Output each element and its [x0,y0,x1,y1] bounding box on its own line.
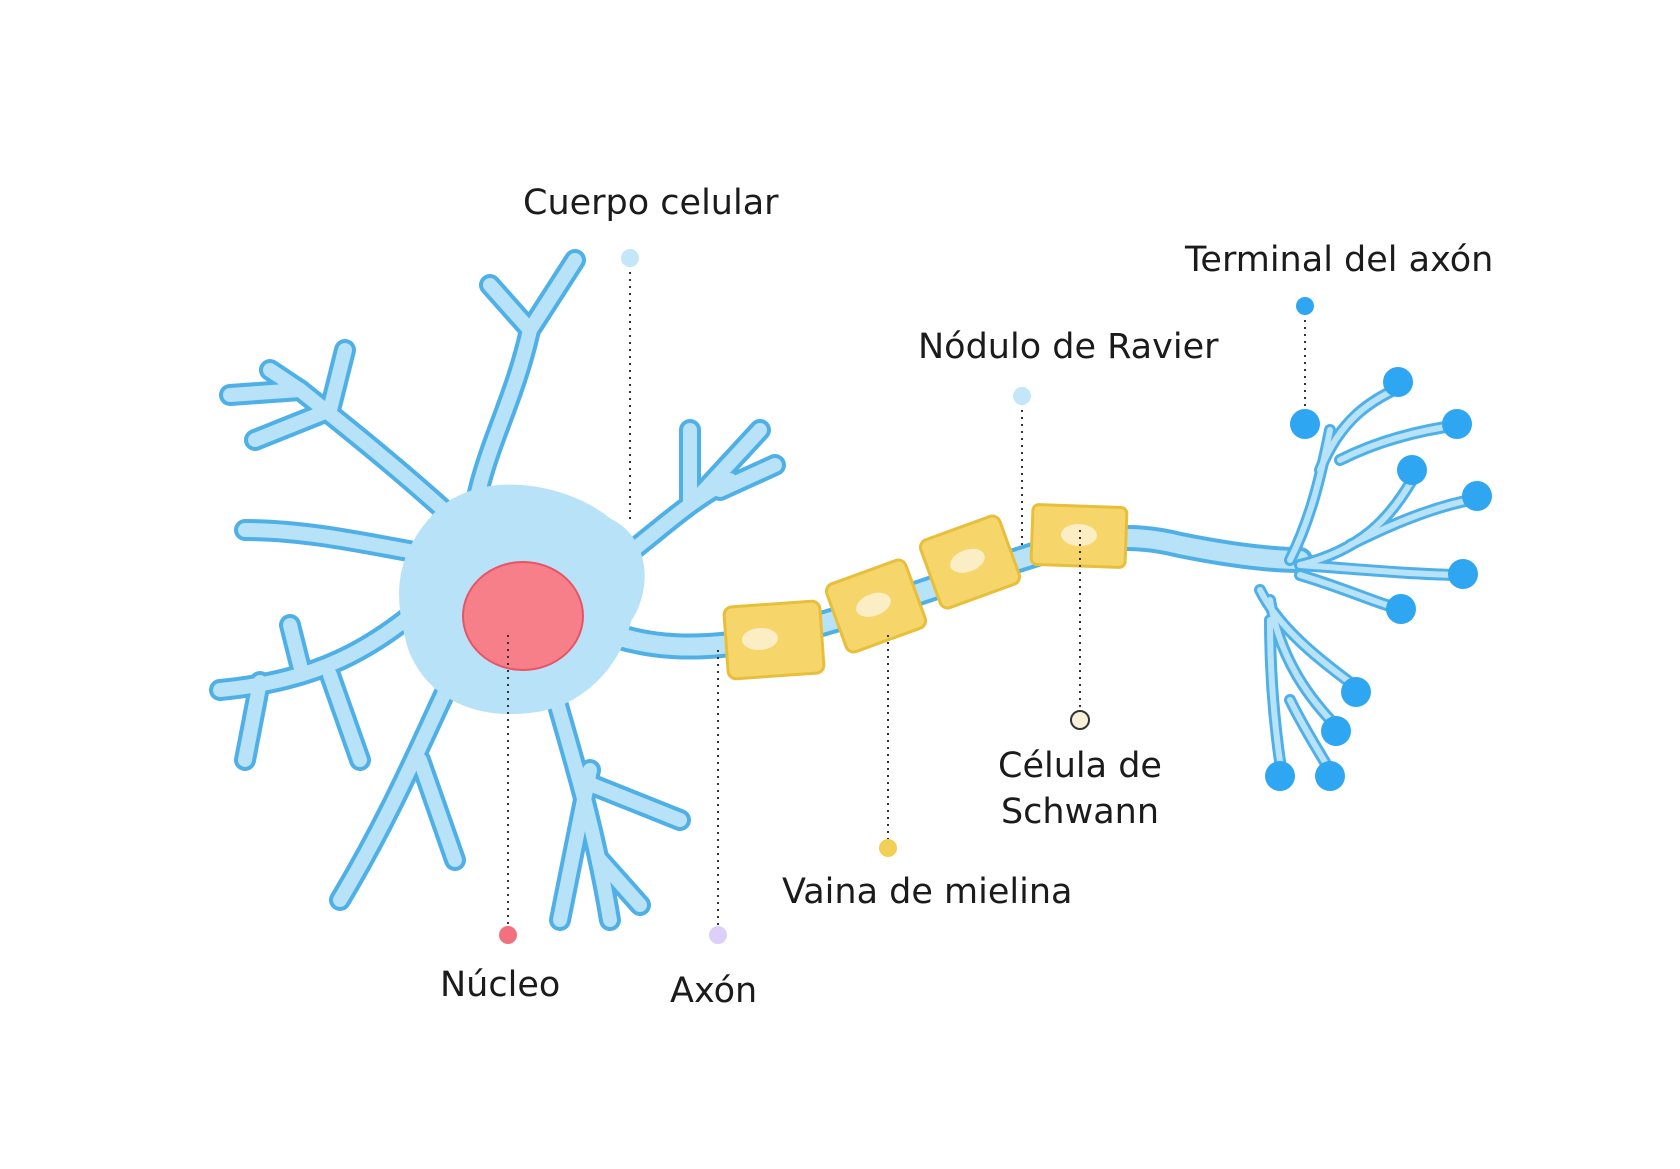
axon-terminal-bulbs [1265,367,1492,791]
label-cell-body: Cuerpo celular [523,183,779,223]
terminal-bulb [1397,455,1427,485]
terminal-bulb [1321,716,1351,746]
marker-schwann [1070,710,1090,730]
marker-myelin [879,839,897,857]
label-nucleus: Núcleo [440,965,561,1005]
axon-terminal-branches [1254,379,1486,781]
myelin-segment [1029,503,1129,569]
terminal-bulb [1383,367,1413,397]
terminal-bulb [1448,559,1478,589]
terminal-bulb [1386,594,1416,624]
myelin-segment [722,599,826,681]
terminal-bulb [1265,761,1295,791]
marker-terminal [1296,297,1314,315]
label-schwann-line2: Schwann [1000,792,1160,832]
myelin-sheath [722,503,1129,681]
nucleus [462,561,584,671]
marker-nucleus [499,926,517,944]
label-markers [499,249,1314,944]
terminal-bulb [1462,481,1492,511]
myelin-segment [824,558,928,654]
marker-node-ranvier [1013,387,1031,405]
marker-axon [709,926,727,944]
marker-cell-body [621,249,639,267]
terminal-bulb [1341,677,1371,707]
label-axon: Axón [670,971,758,1011]
label-myelin-sheath: Vaina de mielina [782,872,1073,912]
terminal-bulb [1290,409,1320,439]
leader-lines [507,258,1306,930]
terminal-bulb [1315,761,1345,791]
label-schwann-cell: Célula de Schwann [990,743,1170,835]
label-schwann-line1: Célula de [998,746,1162,786]
label-axon-terminal: Terminal del axón [1185,240,1494,280]
terminal-bulb [1442,409,1472,439]
myelin-segment [918,514,1022,610]
label-node-of-ranvier: Nódulo de Ravier [918,327,1219,367]
